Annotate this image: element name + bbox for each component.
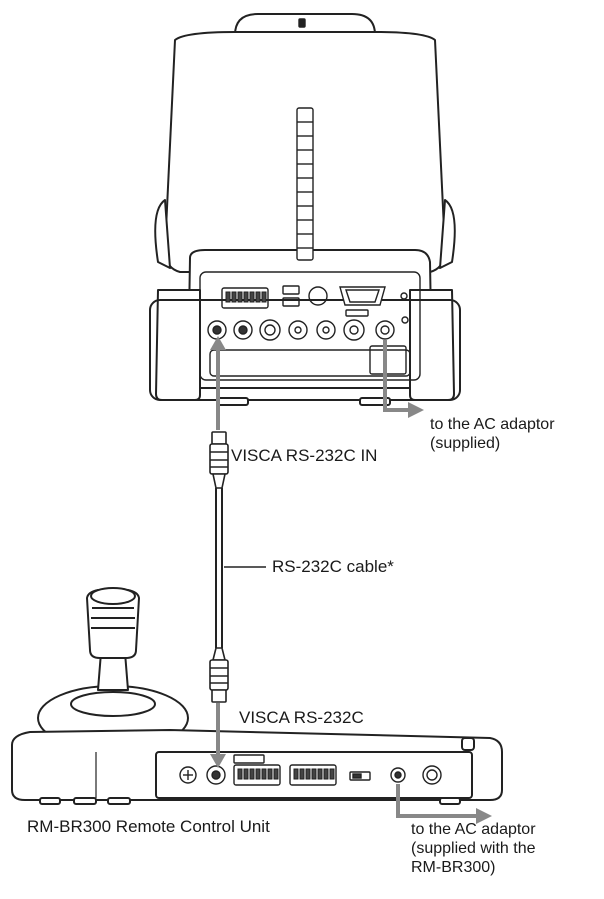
arrow-lines xyxy=(216,340,478,818)
camera-ac-adaptor-label: to the AC adaptor (supplied) xyxy=(430,415,555,453)
remote-ac-adaptor-label: to the AC adaptor (supplied with the RM-… xyxy=(411,820,536,877)
camera-ac-line-1: to the AC adaptor xyxy=(430,416,555,433)
cable-label: RS-232C cable* xyxy=(272,557,394,576)
camera-details xyxy=(199,18,421,381)
visca-out-label: VISCA RS-232C xyxy=(239,708,364,727)
remote-ac-line-2: (supplied with the xyxy=(411,840,536,857)
arrow-heads xyxy=(210,336,492,824)
rs232c-cable xyxy=(209,431,266,703)
camera-unit xyxy=(149,13,461,406)
visca-in-label: VISCA RS-232C IN xyxy=(231,446,378,465)
remote-ac-line-1: to the AC adaptor xyxy=(411,821,536,838)
remote-unit-label: RM-BR300 Remote Control Unit xyxy=(27,817,270,836)
remote-panel-details xyxy=(179,754,442,786)
camera-ac-line-2: (supplied) xyxy=(430,435,501,452)
remote-ac-line-3: RM-BR300) xyxy=(411,859,496,876)
